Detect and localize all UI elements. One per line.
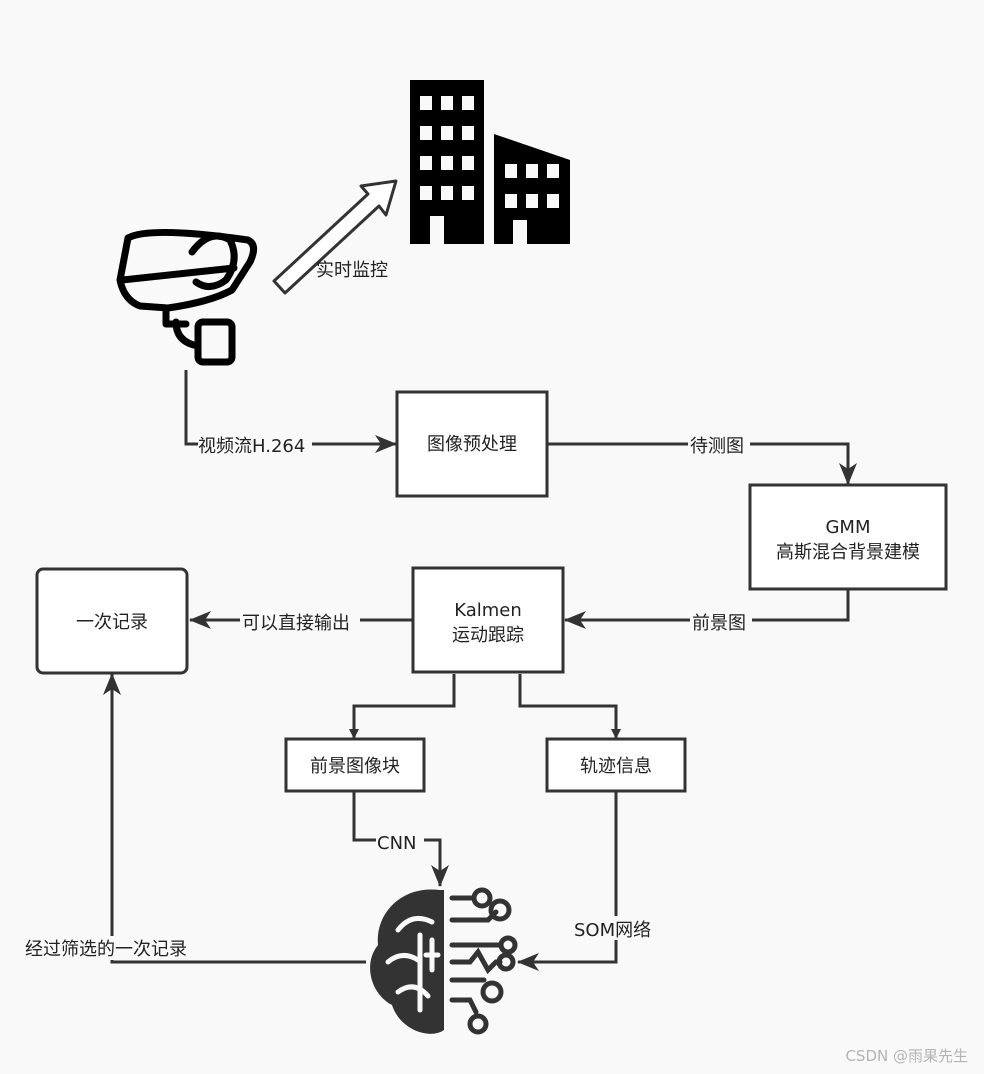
node-trajectory-label: 轨迹信息 bbox=[580, 756, 652, 777]
edge-filtered: 经过筛选的一次记录 bbox=[24, 673, 366, 964]
node-kalman-title: Kalmen bbox=[454, 600, 522, 621]
edge-label-foreground: 前景图 bbox=[692, 613, 746, 634]
edge-label-monitor: 实时监控 bbox=[316, 260, 388, 281]
watermark: CSDN @雨果先生 bbox=[845, 1047, 968, 1065]
node-kalman-subtitle: 运动跟踪 bbox=[452, 625, 524, 646]
edge-label-som: SOM网络 bbox=[574, 920, 651, 941]
node-record: 一次记录 bbox=[35, 567, 189, 675]
city-buildings-icon bbox=[410, 80, 570, 244]
edge-kalman-trajectory bbox=[518, 674, 621, 739]
node-gmm: GMM 高斯混合背景建模 bbox=[748, 483, 948, 591]
node-record-label: 一次记录 bbox=[76, 612, 148, 633]
edge-test-image: 待测图 bbox=[548, 432, 857, 485]
node-preprocess: 图像预处理 bbox=[395, 390, 549, 498]
node-trajectory: 轨迹信息 bbox=[545, 737, 687, 793]
edge-direct-output: 可以直接输出 bbox=[189, 608, 412, 634]
edge-label-stream: 视频流H.264 bbox=[198, 436, 305, 457]
ai-brain-circuit-icon bbox=[370, 887, 518, 1035]
edge-cnn: CNN bbox=[352, 792, 449, 887]
node-kalman: Kalmen 运动跟踪 bbox=[411, 566, 565, 674]
security-camera-icon bbox=[116, 229, 257, 366]
node-gmm-title: GMM bbox=[825, 517, 870, 538]
edge-stream: 视频流H.264 bbox=[184, 370, 397, 457]
edge-monitor: 实时监控 bbox=[272, 179, 398, 295]
node-preprocess-label: 图像预处理 bbox=[427, 434, 517, 455]
edge-label-direct-output: 可以直接输出 bbox=[242, 613, 350, 634]
edge-label-cnn: CNN bbox=[377, 833, 417, 854]
edge-label-filtered: 经过筛选的一次记录 bbox=[25, 939, 187, 960]
edge-som: SOM网络 bbox=[517, 792, 662, 971]
node-fg-block: 前景图像块 bbox=[284, 737, 426, 793]
node-fg-block-label: 前景图像块 bbox=[310, 756, 400, 777]
node-gmm-subtitle: 高斯混合背景建模 bbox=[776, 542, 920, 563]
edge-label-test-image: 待测图 bbox=[690, 436, 744, 457]
edge-foreground: 前景图 bbox=[564, 590, 850, 634]
edge-kalman-fg-block bbox=[349, 674, 456, 739]
